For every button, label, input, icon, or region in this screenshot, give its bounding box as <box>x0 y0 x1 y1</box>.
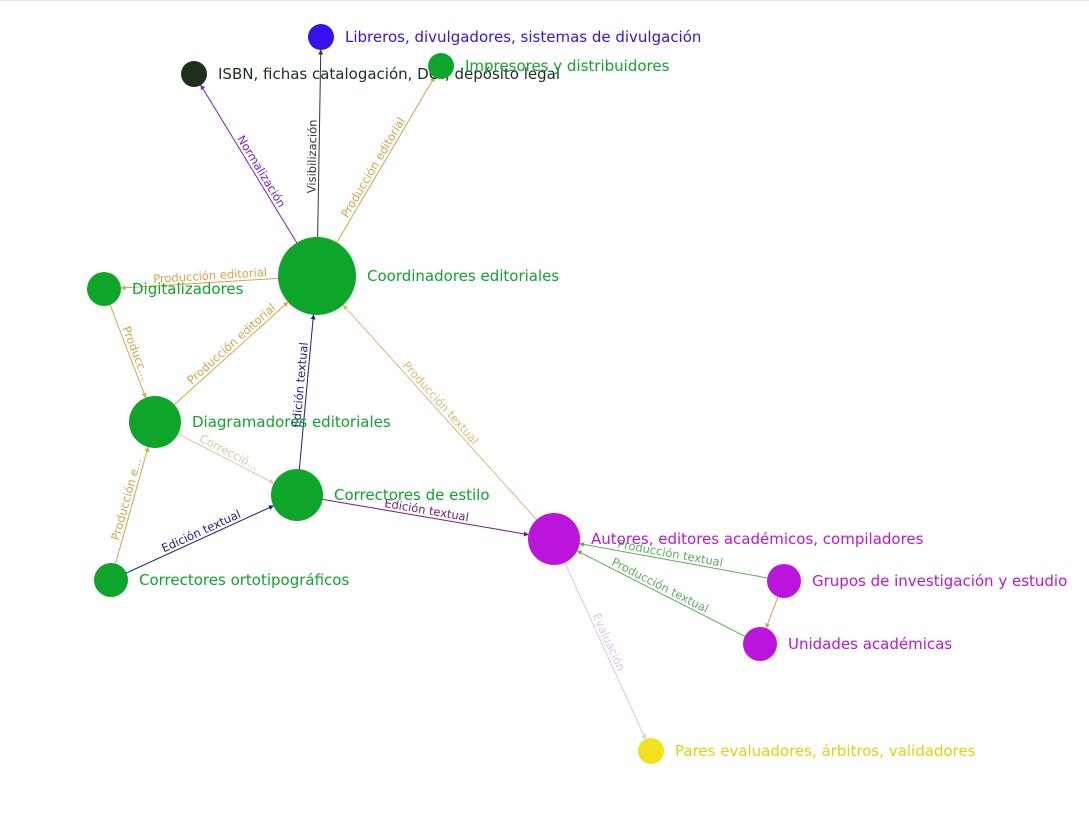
node-circle[interactable] <box>308 24 334 50</box>
edge-correct-autores <box>296 494 529 537</box>
node-correct[interactable]: Correctores de estilo <box>271 469 490 521</box>
node-circle[interactable] <box>278 237 356 315</box>
edge-label: Visibilización <box>304 119 319 193</box>
edge-correct-coord <box>296 314 316 496</box>
edge-digit-diag <box>103 288 147 399</box>
edge-label: Normalización <box>234 133 288 210</box>
node-label: Correctores ortotipográficos <box>139 571 349 589</box>
node-orto[interactable]: Correctores ortotipográficos <box>94 563 349 597</box>
edge-orto-diag <box>110 446 150 581</box>
node-circle[interactable] <box>638 738 664 764</box>
node-circle[interactable] <box>428 53 454 79</box>
node-circle[interactable] <box>87 272 121 306</box>
edge-autores-coord <box>342 304 555 540</box>
edge-label: Producción textual <box>400 358 482 447</box>
node-circle[interactable] <box>767 564 801 598</box>
node-impres[interactable]: Impresores y distribuidores <box>428 53 670 79</box>
node-coord[interactable]: Coordinadores editoriales <box>278 237 559 315</box>
node-circle[interactable] <box>271 469 323 521</box>
top-border <box>0 0 1089 1</box>
edge-orto-correct <box>110 505 274 581</box>
node-unidades[interactable]: Unidades académicas <box>743 627 952 661</box>
edge-label: Producción editorial <box>153 265 268 286</box>
node-label: Diagramadores editoriales <box>192 413 391 431</box>
node-digit[interactable]: Digitalizadores <box>87 272 244 306</box>
node-autores[interactable]: Autores, editores académicos, compilador… <box>528 513 924 565</box>
node-label: Autores, editores académicos, compilador… <box>591 530 924 548</box>
node-label: Digitalizadores <box>132 280 244 298</box>
node-circle[interactable] <box>181 61 207 87</box>
node-label: Coordinadores editoriales <box>367 267 559 285</box>
node-circle[interactable] <box>94 563 128 597</box>
node-diag[interactable]: Diagramadores editoriales <box>129 396 391 448</box>
edge-unidades-autores <box>576 550 761 645</box>
node-circle[interactable] <box>528 513 580 565</box>
edge-label: Correcció... <box>197 431 261 473</box>
node-isbn[interactable]: ISBN, fichas catalogación, DOI, depósito… <box>181 61 560 87</box>
node-label: ISBN, fichas catalogación, DOI, depósito… <box>218 65 560 83</box>
node-label: Impresores y distribuidores <box>465 57 670 75</box>
node-label: Correctores de estilo <box>334 486 490 504</box>
edge-label: Evaluación <box>589 611 628 674</box>
node-label: Grupos de investigación y estudio <box>812 572 1067 590</box>
edge-grupos-autores <box>579 542 785 582</box>
node-circle[interactable] <box>129 396 181 448</box>
node-grupos[interactable]: Grupos de investigación y estudio <box>767 564 1067 598</box>
edges-layer <box>103 49 785 740</box>
node-circle[interactable] <box>743 627 777 661</box>
node-libreros[interactable]: Libreros, divulgadores, sistemas de divu… <box>308 24 701 50</box>
edge-diag-coord <box>154 301 289 423</box>
edge-label: Producción e... <box>108 456 144 541</box>
node-label: Libreros, divulgadores, sistemas de divu… <box>345 28 701 46</box>
edge-label: Producción editorial <box>184 300 278 387</box>
node-pares[interactable]: Pares evaluadores, árbitros, validadores <box>638 738 976 764</box>
edge-label: Edición textual <box>159 507 243 555</box>
edge-autores-pares <box>553 538 647 740</box>
node-label: Pares evaluadores, árbitros, validadores <box>675 742 976 760</box>
edge-label: Producción editorial <box>338 115 408 220</box>
node-label: Unidades académicas <box>788 635 952 653</box>
